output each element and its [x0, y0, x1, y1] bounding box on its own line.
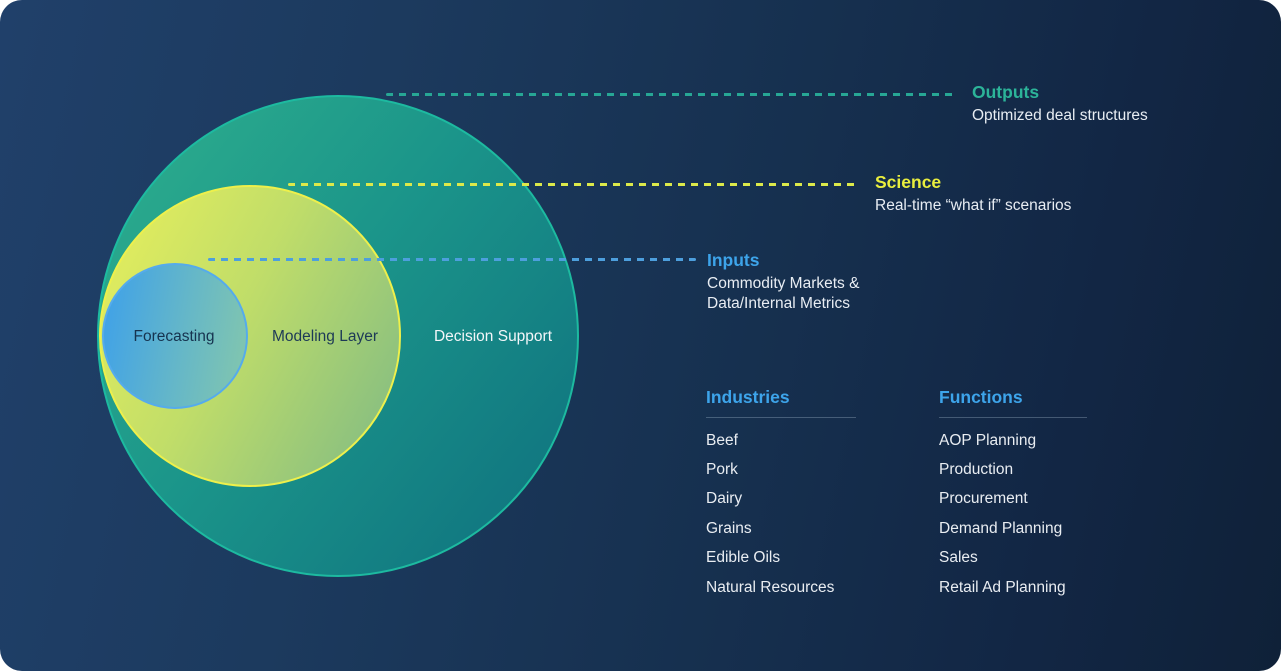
list-item: Production	[939, 461, 1014, 479]
circle-label-decision-support: Decision Support	[433, 328, 553, 345]
list-item: Grains	[706, 519, 752, 537]
callout-outputs-title: Outputs	[972, 82, 1040, 102]
list-item: AOP Planning	[939, 431, 1037, 449]
callout-outputs: Outputs Optimized deal structures	[972, 82, 1148, 126]
callout-inputs: Inputs Commodity Markets & Data/Internal…	[707, 250, 859, 313]
callout-inputs-subtitle-line2: Data/Internal Metrics	[707, 294, 850, 312]
list-item: Retail Ad Planning	[939, 578, 1066, 596]
callout-science-title: Science	[875, 172, 942, 192]
list-item: Procurement	[939, 490, 1028, 508]
list-item: Natural Resources	[706, 578, 835, 596]
list-item: Sales	[939, 549, 978, 567]
circle-forecasting	[102, 263, 248, 409]
list-item: Dairy	[706, 490, 743, 508]
callout-science-subtitle: Real-time “what if” scenarios	[875, 197, 1072, 214]
functions-heading: Functions	[939, 387, 1087, 418]
science-connector-line	[288, 183, 856, 186]
circle-label-modeling-layer: Modeling Layer	[272, 328, 378, 345]
list-item: Demand Planning	[939, 519, 1063, 537]
callout-inputs-subtitle-line1: Commodity Markets &	[707, 275, 860, 292]
callout-inputs-title: Inputs	[707, 250, 760, 270]
circle-label-forecasting: Forecasting	[133, 328, 215, 345]
list-item: Pork	[706, 461, 738, 479]
callout-outputs-subtitle: Optimized deal structures	[972, 107, 1148, 124]
outputs-connector-line	[386, 93, 958, 96]
list-item: Beef	[706, 431, 738, 449]
industries-heading: Industries	[706, 387, 856, 418]
list-item: Edible Oils	[706, 549, 781, 567]
callout-science: Science Real-time “what if” scenarios	[875, 172, 1071, 216]
inputs-connector-line	[208, 258, 696, 261]
